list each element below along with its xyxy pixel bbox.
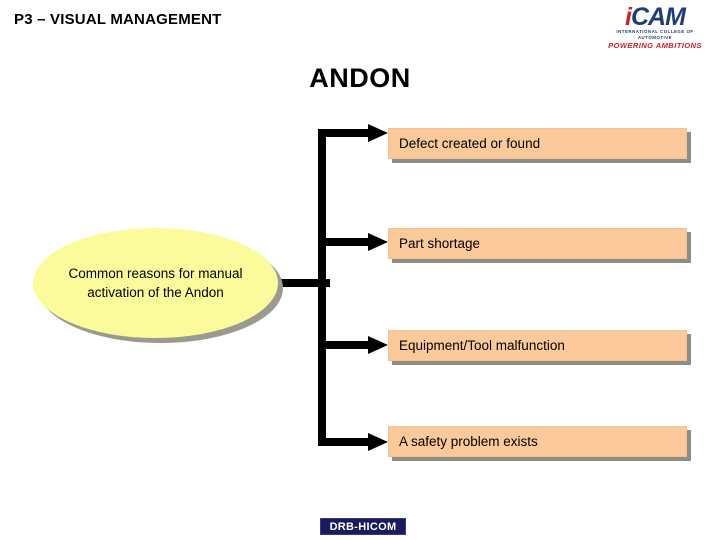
connector-branch-4 xyxy=(318,438,374,446)
connector-stem xyxy=(278,279,330,287)
icam-logo-subtitle-line2: AUTOMOTIVE xyxy=(637,34,673,40)
reason-box-1: Defect created or found xyxy=(388,128,691,163)
icam-logo-letters-cam: CAM xyxy=(631,3,686,31)
main-heading: ANDON xyxy=(309,63,411,93)
reason-box-1-body: Defect created or found xyxy=(388,128,687,159)
arrowhead-2 xyxy=(368,233,388,251)
page-title: P3 – VISUAL MANAGEMENT xyxy=(14,11,222,28)
reason-box-2: Part shortage xyxy=(388,228,691,263)
drb-hicom-logo: DRB-HICOM xyxy=(320,518,406,535)
arrowhead-4 xyxy=(368,433,388,451)
source-node-body: Common reasons for manual activation of … xyxy=(33,228,278,338)
connector-branch-3 xyxy=(318,341,374,349)
source-node-label: Common reasons for manual activation of … xyxy=(68,266,243,300)
reason-box-4-body: A safety problem exists xyxy=(388,426,687,457)
reason-box-2-body: Part shortage xyxy=(388,228,687,259)
arrowhead-3 xyxy=(368,336,388,354)
connector-trunk xyxy=(318,133,326,446)
icam-logo-wordmark: iCAM xyxy=(596,4,714,30)
icam-logo-subtitle-line1: INTERNATIONAL COLLEGE OF xyxy=(616,29,694,34)
reason-box-4: A safety problem exists xyxy=(388,426,691,461)
icam-logo-tagline: POWERING AMBITIONS xyxy=(608,41,702,50)
drb-hicom-logo-text: DRB-HICOM xyxy=(329,520,397,533)
reason-box-4-label: A safety problem exists xyxy=(399,434,538,449)
reason-box-3-label: Equipment/Tool malfunction xyxy=(399,338,565,353)
reason-box-1-label: Defect created or found xyxy=(399,136,541,151)
source-node-oval: Common reasons for manual activation of … xyxy=(33,228,283,343)
arrowhead-1 xyxy=(368,124,388,142)
reason-box-3: Equipment/Tool malfunction xyxy=(388,330,691,365)
connector-branch-1 xyxy=(318,129,374,137)
connector-branch-2 xyxy=(318,238,374,246)
icam-logo: iCAM INTERNATIONAL COLLEGE OF AUTOMOTIVE… xyxy=(596,4,714,52)
reason-box-3-body: Equipment/Tool malfunction xyxy=(388,330,687,361)
reason-box-2-label: Part shortage xyxy=(399,236,481,251)
icam-logo-subtitle: INTERNATIONAL COLLEGE OF AUTOMOTIVE xyxy=(596,29,714,40)
icam-logo-letter-i: i xyxy=(625,3,632,31)
